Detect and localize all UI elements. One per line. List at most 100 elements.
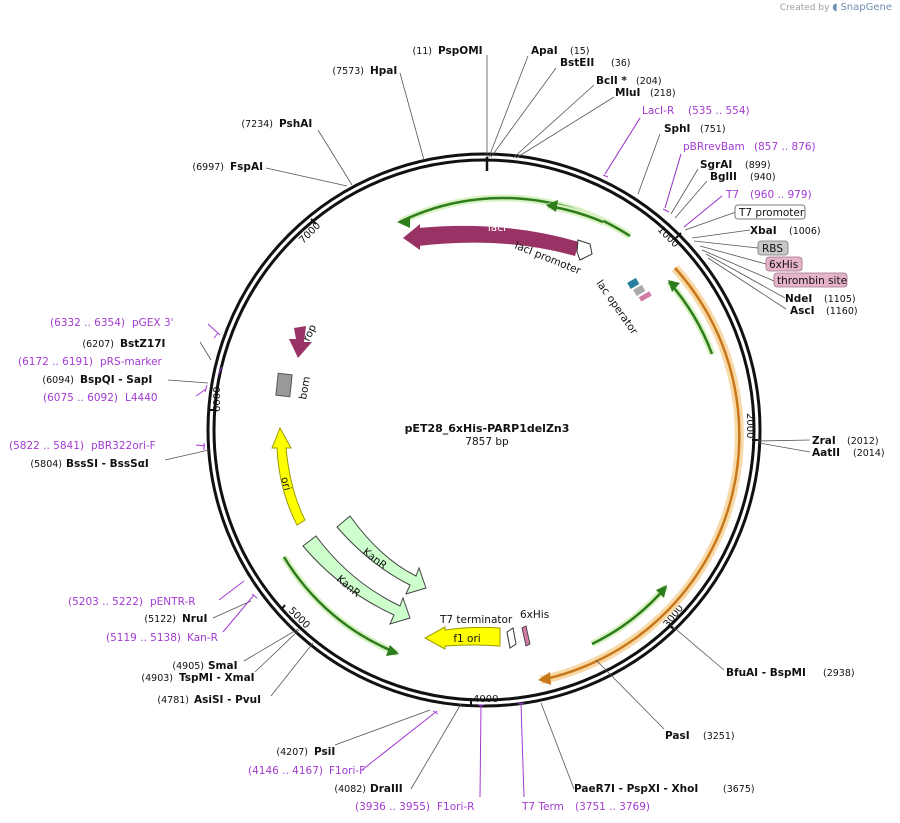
t7-terminator-label: T7 terminator xyxy=(439,614,513,626)
plasmid-length: 7857 bp xyxy=(465,436,509,448)
enzyme-bsteii: BstEII xyxy=(560,57,594,69)
svg-text:(899): (899) xyxy=(745,160,771,171)
primer-f1ori-f: F1ori-F xyxy=(329,765,365,777)
six-his-feature[interactable] xyxy=(521,625,531,647)
enzyme-tspmi-xmai: TspMI - XmaI xyxy=(179,672,255,684)
svg-text:(5203 .. 5222): (5203 .. 5222) xyxy=(68,596,143,608)
insert-arc xyxy=(540,264,744,685)
tick-5000: 5000 xyxy=(280,604,312,631)
tick-1000: 1000 xyxy=(655,224,682,250)
ori-feature[interactable] xyxy=(271,426,306,526)
svg-text:(6332 .. 6354): (6332 .. 6354) xyxy=(50,317,125,329)
primer-pbr322ori-f: pBR322ori-F xyxy=(91,440,156,452)
enzyme-pspomi: PspOMI xyxy=(438,45,483,57)
feature-thrombin-site: thrombin site xyxy=(777,275,847,287)
enzyme-smai: SmaI xyxy=(208,660,238,672)
enzyme-psii: PsiI xyxy=(314,746,335,758)
credit-text: Created by xyxy=(779,3,830,13)
snapgene-credit: Created by ◖ SnapGene xyxy=(780,2,892,13)
svg-text:(4146 .. 4167): (4146 .. 4167) xyxy=(248,765,323,777)
svg-text:(6075 .. 6092): (6075 .. 6092) xyxy=(43,392,118,404)
svg-text:(6094): (6094) xyxy=(42,375,74,386)
svg-text:(11): (11) xyxy=(412,46,432,57)
backbone-inner xyxy=(212,158,756,702)
svg-text:(960 .. 979): (960 .. 979) xyxy=(750,189,812,201)
svg-text:(2012): (2012) xyxy=(847,436,879,447)
svg-text:(2938): (2938) xyxy=(823,668,855,679)
svg-text:(535 .. 554): (535 .. 554) xyxy=(688,105,750,117)
f1-ori-label: f1 ori xyxy=(453,633,480,645)
enzyme-draiii: DraIII xyxy=(370,783,403,795)
kanr-feature-1[interactable] xyxy=(336,515,427,595)
orf-arc-lower-right xyxy=(590,584,669,648)
primer-f1ori-r: F1ori-R xyxy=(437,801,474,813)
svg-text:(5822 .. 5841): (5822 .. 5841) xyxy=(9,440,84,452)
enzyme-nrui: NruI xyxy=(182,613,207,625)
svg-text:(3251): (3251) xyxy=(703,731,735,742)
enzyme-pasi: PasI xyxy=(665,730,690,742)
bom-feature[interactable] xyxy=(275,372,293,398)
enzyme-aatii: AatII xyxy=(812,447,840,459)
f1-ori-feature[interactable] xyxy=(423,626,501,650)
primer-leader-lines xyxy=(195,117,723,798)
kanr-feature-2[interactable] xyxy=(302,535,411,625)
svg-text:(218): (218) xyxy=(650,88,676,99)
svg-text:6000: 6000 xyxy=(212,387,223,412)
svg-text:(4082): (4082) xyxy=(334,784,366,795)
svg-text:(751): (751) xyxy=(700,124,726,135)
svg-text:(5804): (5804) xyxy=(30,459,62,470)
feature-rbs: RBS xyxy=(762,243,783,255)
enzyme-hpai: HpaI xyxy=(370,65,397,77)
svg-text:(36): (36) xyxy=(611,58,631,69)
primer-pentr-r: pENTR-R xyxy=(150,596,196,608)
enzyme-pshai: PshAI xyxy=(279,118,312,130)
rop-feature[interactable] xyxy=(289,326,312,358)
primer-pgex-3: pGEX 3' xyxy=(132,317,174,329)
svg-text:(4207): (4207) xyxy=(276,747,308,758)
primer-kan-r: Kan-R xyxy=(187,632,218,644)
svg-text:(6997): (6997) xyxy=(192,162,224,173)
svg-text:(4781): (4781) xyxy=(157,695,189,706)
enzyme-bsssi: BssSI - BssSαI xyxy=(66,458,149,470)
laci-feature[interactable] xyxy=(418,225,579,256)
svg-text:(4903): (4903) xyxy=(141,673,173,684)
primer-labels: LacI-R (535 .. 554) pBRrevBam (857 .. 87… xyxy=(9,105,816,813)
plasmid-name: pET28_6xHis-PARP1delZn3 xyxy=(405,422,570,435)
enzyme-sphi: SphI xyxy=(664,123,690,135)
svg-text:(6172 .. 6191): (6172 .. 6191) xyxy=(18,356,93,368)
svg-text:(7573): (7573) xyxy=(332,66,364,77)
enzyme-zrai: ZraI xyxy=(812,435,836,447)
svg-text:(5119 .. 5138): (5119 .. 5138) xyxy=(106,632,181,644)
ori-label: ori xyxy=(278,476,293,492)
tick-6000: 6000 xyxy=(210,387,223,412)
enzyme-bspqi-sapi: BspQI - SapI xyxy=(80,374,152,386)
enzyme-paer7i-pspxi-xhoi: PaeR7I - PspXI - XhoI xyxy=(574,783,698,795)
tick-2000: 2000 xyxy=(744,413,758,441)
svg-text:(5122): (5122) xyxy=(144,614,176,625)
enzyme-fspai: FspAI xyxy=(230,161,263,173)
enzyme-labels: (11) PspOMI ApaI (15) BstEII (36) BclI *… xyxy=(30,45,884,795)
primer-t7-term: T7 Term xyxy=(521,801,564,813)
svg-text:(4905): (4905) xyxy=(172,661,204,672)
laci-promoter[interactable] xyxy=(576,239,593,261)
enzyme-bfuai-bspmi: BfuAI - BspMI xyxy=(726,667,806,679)
svg-text:(3936 .. 3955): (3936 .. 3955) xyxy=(355,801,430,813)
enzyme-ndei: NdeI xyxy=(785,293,812,305)
enzyme-bcli: BclI * xyxy=(596,75,627,87)
primer-l4440: L4440 xyxy=(125,392,158,404)
svg-text:(1105): (1105) xyxy=(824,294,856,305)
svg-text:(857 .. 876): (857 .. 876) xyxy=(754,141,816,153)
t7-terminator[interactable] xyxy=(506,627,517,649)
svg-text:(3675): (3675) xyxy=(723,784,755,795)
svg-text:(3751 .. 3769): (3751 .. 3769) xyxy=(575,801,650,813)
enzyme-apai: ApaI xyxy=(531,45,558,57)
svg-text:(204): (204) xyxy=(636,76,662,87)
svg-text:(1006): (1006) xyxy=(789,226,821,237)
enzyme-bstz17i: BstZ17I xyxy=(120,338,165,350)
svg-text:(1160): (1160) xyxy=(826,306,858,317)
enzyme-bglii: BglII xyxy=(710,171,737,183)
lac-operator[interactable] xyxy=(627,277,652,302)
enzyme-asisi-pvui: AsiSI - PvuI xyxy=(194,694,261,706)
svg-text:(940): (940) xyxy=(750,172,776,183)
